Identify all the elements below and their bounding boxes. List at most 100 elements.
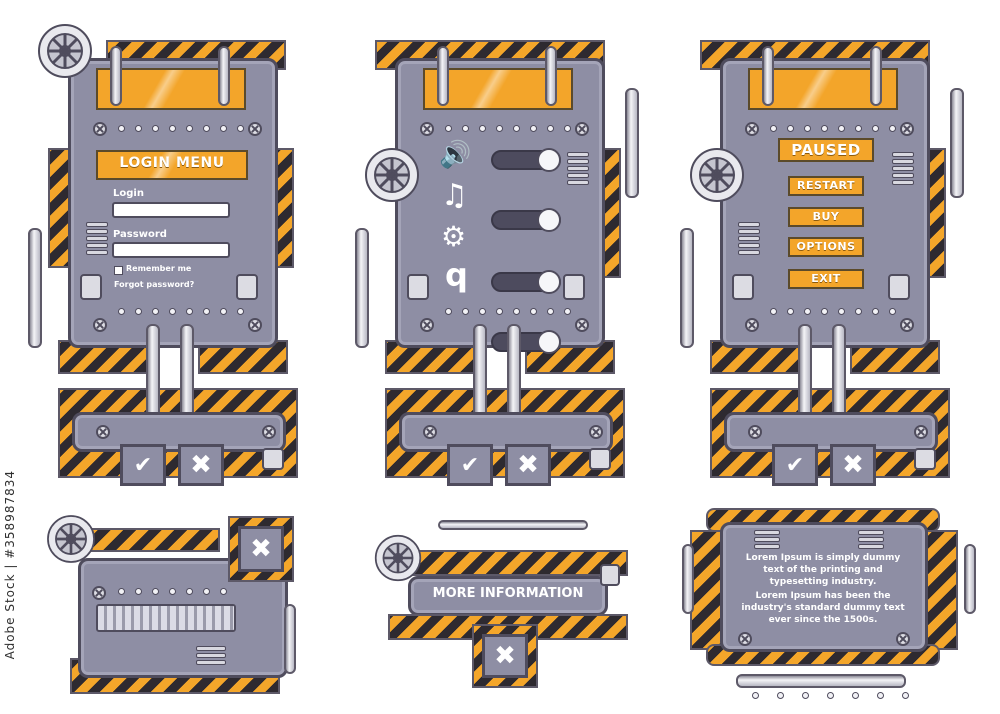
screw [262,425,276,439]
forgot-password-link[interactable]: Forgot password? [114,280,195,289]
confirm-button[interactable]: ✔ [120,444,166,486]
gear-icon [47,515,95,563]
text-paragraph-2: Lorem Ipsum has been the industry's stan… [741,591,905,625]
confirm-button[interactable]: ✔ [772,444,818,486]
screw [914,425,928,439]
screw [745,122,759,136]
indicator-dots [118,588,227,595]
hazard-frame-top [388,550,628,576]
corner-plate [262,448,284,470]
text-panel [720,522,928,652]
loading-window: ✖ [40,508,310,703]
vent-grille [858,530,884,549]
screen-clamp-right [218,46,230,106]
info-title: MORE INFORMATION [432,586,584,601]
settings-window: 🔊 ♫ ⚙ q ✔ ✖ [355,28,655,488]
screw [748,425,762,439]
restart-button[interactable]: RESTART [788,176,864,196]
buy-button[interactable]: BUY [788,207,864,227]
side-pipe [28,228,42,348]
screen-clamp-left [437,46,449,106]
indicator-dots [770,125,896,132]
cancel-button[interactable]: ✖ [830,444,876,486]
gear-icon [38,24,92,78]
vent-grille [196,646,226,665]
progress-fill [98,606,234,630]
login-title: LOGIN MENU [119,155,225,171]
side-pipe [284,604,296,674]
side-plate [80,274,102,300]
remember-label: Remember me [126,264,192,273]
login-label: Login [113,188,144,199]
screen-clamp-left [110,46,122,106]
screw [92,586,106,600]
close-button[interactable]: ✖ [482,634,528,678]
confirm-button[interactable]: ✔ [447,444,493,486]
indicator-dots [445,125,571,132]
screw [900,122,914,136]
side-plate [407,274,429,300]
music-icon: ♫ [441,178,468,213]
screw [575,122,589,136]
password-label: Password [113,229,167,240]
vent-grille [86,222,108,255]
side-pipe [964,544,976,614]
info-window: MORE INFORMATION ✖ [368,520,648,705]
info-panel [408,576,608,616]
password-input[interactable] [112,242,230,258]
cancel-button[interactable]: ✖ [505,444,551,486]
screw [420,122,434,136]
text-window: Lorem Ipsum is simply dummy text of the … [682,504,986,706]
login-window: LOGIN MENU Login Password Remember me Fo… [28,24,328,488]
indicator-dots [770,308,896,315]
screen-clamp-left [762,46,774,106]
side-plate [888,274,910,300]
corner-plate [589,448,611,470]
indicator-dots [118,308,244,315]
indicator-dots [118,125,244,132]
sound-toggle[interactable] [491,148,561,172]
screw [248,318,262,332]
screw [420,318,434,332]
screw [96,425,110,439]
stock-id-watermark: Adobe Stock | #358987834 [3,470,17,660]
hazard-frame-top [70,528,220,552]
side-plate [600,564,620,586]
gear-icon [374,534,422,582]
login-input[interactable] [112,202,230,218]
side-pipe [950,88,964,198]
top-rail [438,520,588,530]
exit-button[interactable]: EXIT [788,269,864,289]
side-pipe [680,228,694,348]
side-plate [236,274,258,300]
music-toggle[interactable] [491,208,561,232]
screw [248,122,262,136]
side-pipe [625,88,639,198]
screw [589,425,603,439]
screw [93,122,107,136]
close-button[interactable]: ✖ [238,526,284,572]
cancel-button[interactable]: ✖ [178,444,224,486]
options-button[interactable]: OPTIONS [788,237,864,257]
screw [896,632,910,646]
vent-grille [754,530,780,549]
vent-grille [892,152,914,185]
text-paragraph-1: Lorem Ipsum is simply dummy text of the … [745,553,901,587]
screw [423,425,437,439]
paused-title: PAUSED [778,138,874,162]
side-plate [732,274,754,300]
remember-checkbox[interactable] [114,266,123,275]
options-toggle[interactable] [491,270,561,294]
side-pipe [355,228,369,348]
side-plate [563,274,585,300]
screw [575,318,589,332]
screen-clamp-right [545,46,557,106]
quality-toggle[interactable] [491,330,561,354]
indicator-dots [445,308,571,315]
pause-window: PAUSED RESTART BUY OPTIONS EXIT ✔ ✖ [680,28,980,488]
corner-plate [914,448,936,470]
vent-grille [738,222,760,255]
progress-bar [96,604,236,632]
gears-icon: ⚙ [441,220,467,253]
vent-grille [567,152,589,185]
